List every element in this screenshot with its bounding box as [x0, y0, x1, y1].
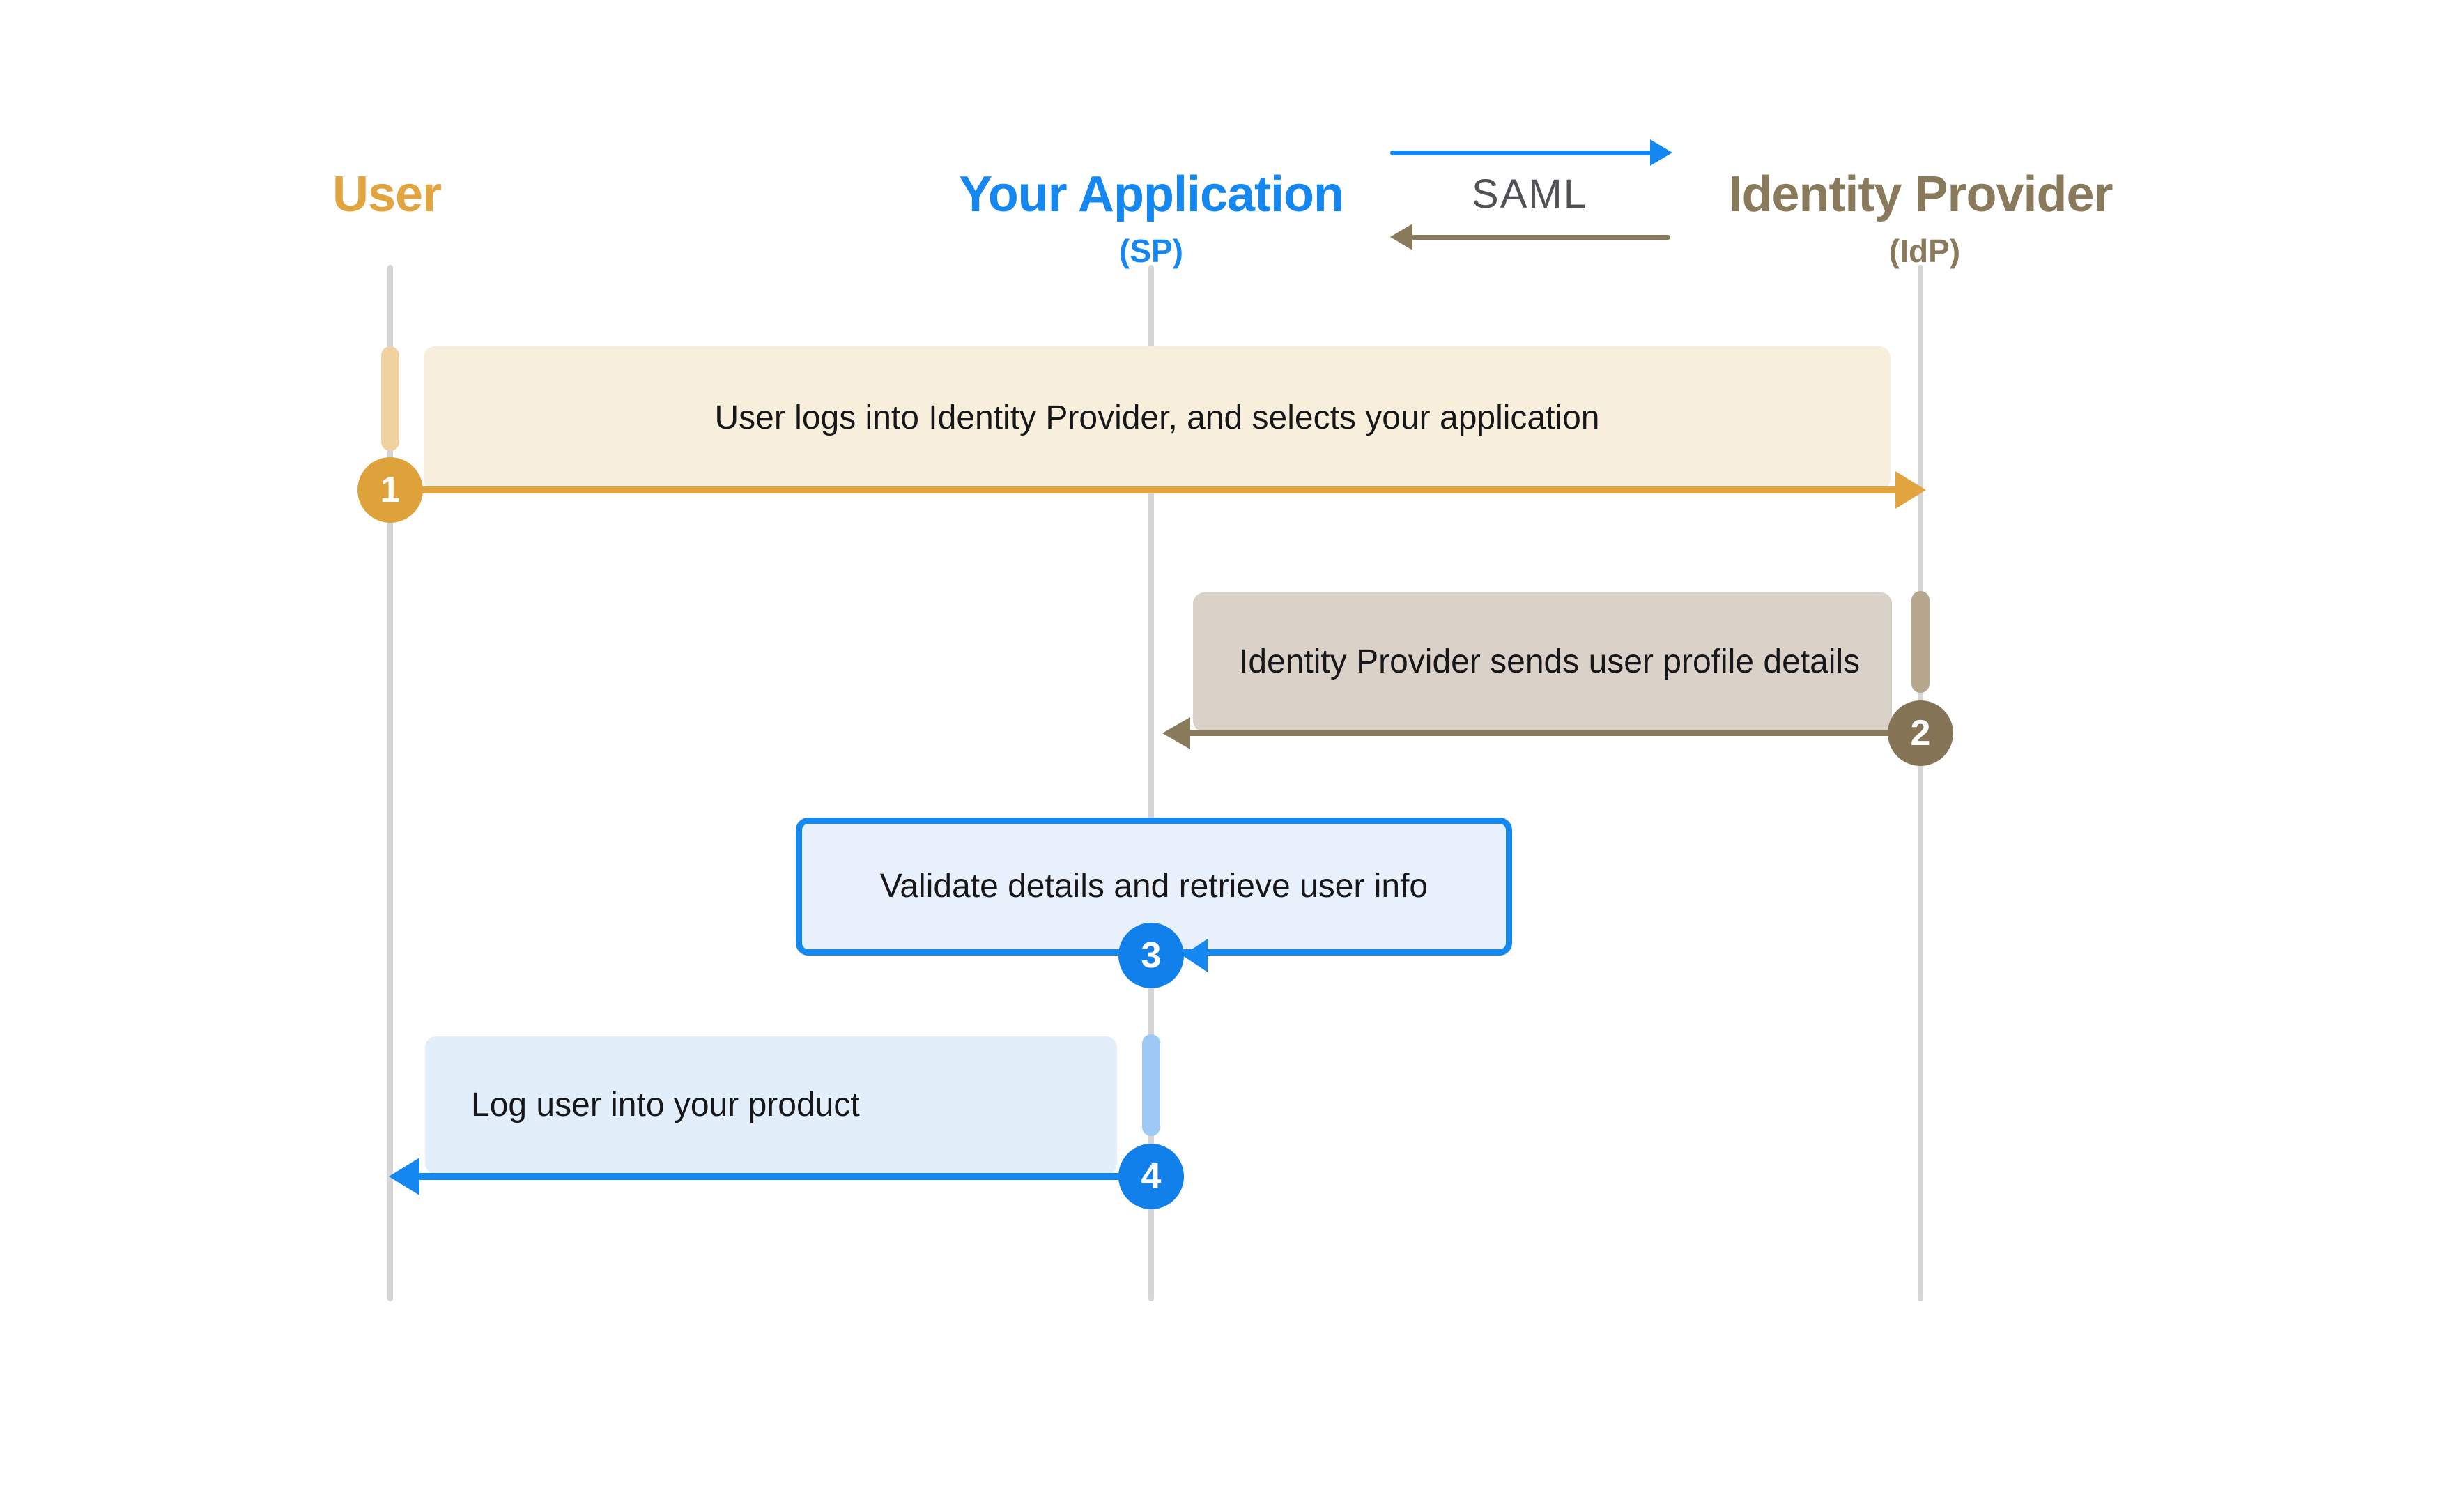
arrow-step1-head-icon — [1895, 471, 1926, 509]
lifeline-identity-provider — [1918, 265, 1923, 1301]
message-box-step2: Identity Provider sends user profile det… — [1193, 592, 1892, 732]
arrow-step4-head-icon — [389, 1158, 419, 1195]
lifeline-user — [387, 265, 393, 1301]
message-text-step2: Identity Provider sends user profile det… — [1239, 643, 1861, 680]
step-number-4: 4 — [1141, 1156, 1162, 1197]
saml-arrow-left-icon — [1390, 224, 1412, 250]
saml-arrow-right-line — [1390, 151, 1651, 155]
actor-subtitle-sp: (SP) — [1119, 233, 1183, 269]
arrow-step1-line — [390, 486, 1901, 493]
arrow-step3-head-icon — [1183, 939, 1208, 972]
message-box-step1: User logs into Identity Provider, and se… — [424, 346, 1891, 490]
step-number-1: 1 — [380, 470, 401, 510]
actor-title-user: User — [332, 167, 442, 222]
message-text-step1: User logs into Identity Provider, and se… — [714, 399, 1600, 436]
lifeline-your-application — [1148, 265, 1154, 1301]
step-circle-3: 3 — [1118, 923, 1184, 988]
arrow-step2-head-icon — [1162, 717, 1190, 749]
step-number-3: 3 — [1141, 935, 1162, 976]
saml-label: SAML — [1472, 171, 1587, 217]
step-number-2: 2 — [1910, 713, 1931, 753]
actor-title-your-application: Your Application — [959, 167, 1344, 222]
saml-arrow-right-icon — [1650, 139, 1672, 166]
step-circle-2: 2 — [1888, 700, 1953, 766]
arrow-step2-line — [1179, 730, 1920, 736]
activation-bar-idp — [1911, 591, 1930, 693]
message-text-step4: Log user into your product — [471, 1087, 860, 1123]
step-circle-4: 4 — [1118, 1144, 1184, 1209]
activation-bar-user — [381, 346, 399, 451]
actor-subtitle-idp: (IdP) — [1888, 233, 1961, 269]
arrow-step4-line — [403, 1173, 1151, 1180]
step-circle-1: 1 — [357, 457, 423, 523]
saml-arrow-left-line — [1411, 235, 1670, 240]
message-box-step4: Log user into your product — [425, 1036, 1117, 1174]
activation-bar-app — [1142, 1034, 1160, 1136]
message-text-step3: Validate details and retrieve user info — [879, 868, 1429, 905]
actor-title-identity-provider: Identity Provider — [1728, 167, 2113, 222]
